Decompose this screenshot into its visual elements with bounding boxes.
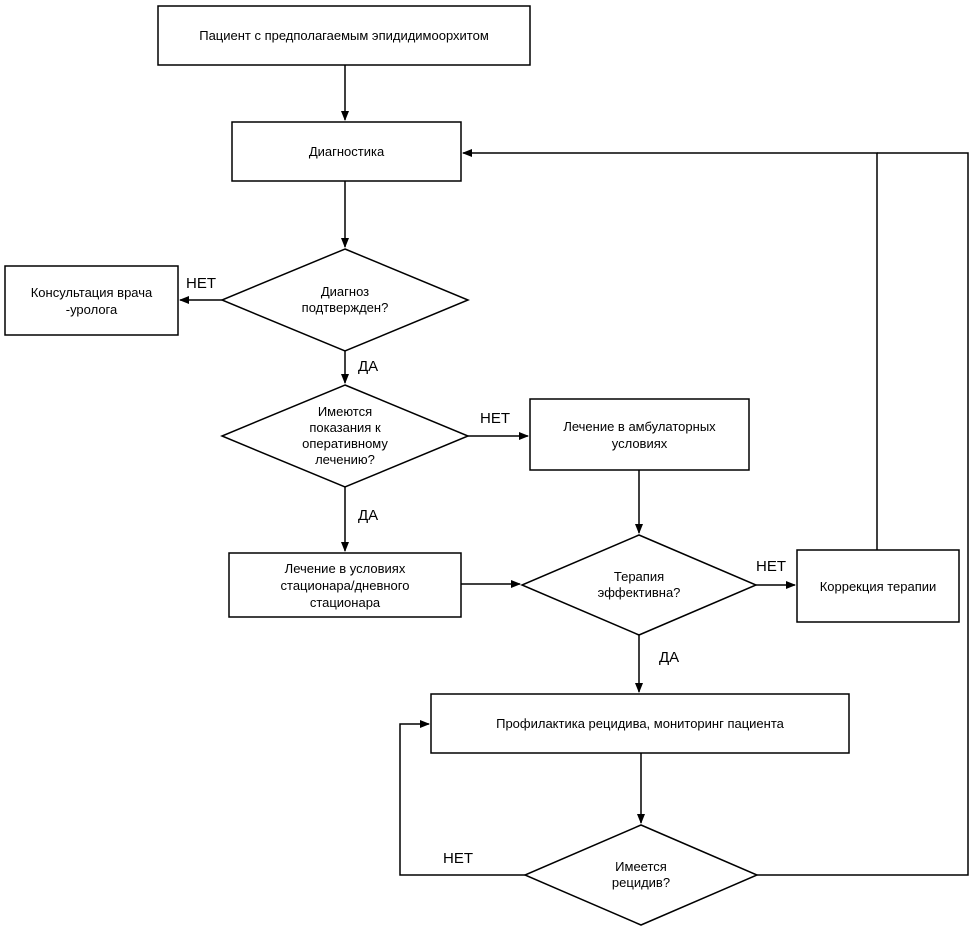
- box-prevention: [430, 693, 850, 754]
- diamond-relapse: [523, 824, 759, 926]
- node-inpatient: Лечение в условиях стационара/дневного с…: [280, 560, 410, 610]
- arrow-relapse-diagnostics: [757, 152, 969, 876]
- label-yes-surgery: ДА: [358, 507, 379, 524]
- label-no-surgery: НЕТ: [480, 410, 510, 427]
- label-no-relapse: НЕТ: [443, 850, 473, 867]
- node-diagnosis-confirmed: Диагноз подтвержден?: [301, 284, 389, 315]
- node-consult-urologist: Консультация врача -уролога: [30, 284, 153, 317]
- node-surgery-indications: Имеются показания к оперативному лечению…: [302, 404, 388, 467]
- node-therapy-correction: Коррекция терапии: [819, 578, 937, 594]
- node-relapse: Имеется рецидив?: [611, 859, 671, 890]
- label-yes-effective: ДА: [659, 649, 680, 666]
- box-inpatient: [228, 552, 462, 618]
- label-no-effective: НЕТ: [756, 558, 786, 575]
- arrow-correction-diagnostics: [462, 149, 878, 550]
- label-yes-confirmed: ДА: [358, 358, 379, 375]
- node-start: Пациент с предполагаемым эпидидимоорхито…: [199, 28, 489, 43]
- arrow-relapse-prevention: [399, 720, 525, 876]
- node-outpatient: Лечение в амбулаторных условиях: [563, 418, 716, 451]
- box-consult: [4, 265, 179, 336]
- node-diagnostics: Диагностика: [308, 144, 385, 159]
- node-therapy-effective: Терапия эффективна?: [597, 569, 681, 600]
- node-prevention: Профилактика рецидива, мониторинг пациен…: [496, 716, 784, 731]
- box-diagnostics: [231, 121, 462, 182]
- box-correction: [796, 549, 960, 623]
- label-no-consult: НЕТ: [186, 275, 216, 292]
- box-start: [157, 5, 531, 66]
